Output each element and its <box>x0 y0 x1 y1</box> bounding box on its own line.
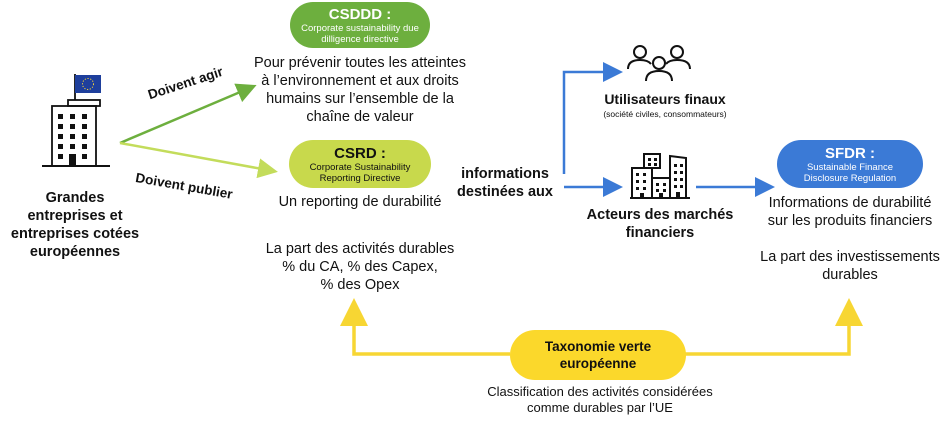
end-users-subtitle: (société civiles, consommateurs) <box>603 109 727 119</box>
arrow-publish <box>119 141 278 179</box>
sfdr-subtitle: Sustainable Finance <box>806 161 894 173</box>
taxonomy-description-line: Classification des activités considérées <box>487 384 713 399</box>
csddd-description-line: à l’environnement et aux droits <box>261 73 459 89</box>
csrd-title: CSRD : <box>334 144 386 162</box>
companies-label-line: entreprises et <box>27 208 123 224</box>
csddd-title: CSDDD : <box>328 5 392 23</box>
csrd-subtitle: Reporting Directive <box>319 172 401 184</box>
csrd-share-line: La part des activités durables <box>265 241 455 257</box>
arrow-taxonomy-to-csrd <box>340 298 510 356</box>
info-destined-label: informations destinées aux <box>450 165 560 201</box>
csrd-description: Un reporting de durabilité <box>278 194 442 210</box>
companies-label-line: entreprises cotées <box>10 226 140 242</box>
sfdr-pill: SFDR : Sustainable Finance Disclosure Re… <box>777 140 923 188</box>
csrd-pill: CSRD : Corporate Sustainability Reportin… <box>289 140 431 188</box>
building-with-eu-flag-icon <box>42 74 110 167</box>
info-label-line: destinées aux <box>457 184 553 200</box>
companies-label-line: Grandes <box>45 190 105 206</box>
companies-label: Grandes entreprises et entreprises cotée… <box>0 189 150 261</box>
csddd-description-line: chaîne de valeur <box>306 109 414 125</box>
arrow-taxonomy-to-sfdr <box>685 298 863 356</box>
csrd-share-line: % du CA, % des Capex, <box>282 259 438 275</box>
csrd-subtitle: Corporate Sustainability <box>309 161 411 173</box>
arrow-to-end-users <box>562 62 623 174</box>
sfdr-description-line: Informations de durabilité <box>768 195 932 211</box>
city-buildings-icon <box>630 153 690 199</box>
taxonomy-description-line: comme durables par l’UE <box>527 400 673 415</box>
market-actors-title-line: financiers <box>625 225 695 241</box>
csddd-subtitle: dilligence directive <box>321 33 399 45</box>
csddd-subtitle: Corporate sustainability due <box>301 22 419 34</box>
people-group-icon <box>627 45 691 82</box>
sfdr-description-line: sur les produits financiers <box>767 213 933 229</box>
taxonomy-pill: Taxonomie verte européenne <box>510 330 686 380</box>
csrd-share-line: % des Opex <box>320 277 400 293</box>
csddd-description: Pour prévenir toutes les atteintes à l’e… <box>245 54 475 126</box>
csddd-pill: CSDDD : Corporate sustainability due dil… <box>290 2 430 48</box>
csrd-share: La part des activités durables % du CA, … <box>245 240 475 294</box>
csddd-description-line: humains sur l’ensemble de la <box>266 91 454 107</box>
arrow-act <box>119 83 257 145</box>
info-label-line: informations <box>461 166 549 182</box>
market-actors-title-line: Acteurs des marchés <box>586 207 734 223</box>
market-actors-title: Acteurs des marchés financiers <box>570 206 750 242</box>
sfdr-share-line: La part des investissements <box>760 249 940 265</box>
csddd-description-line: Pour prévenir toutes les atteintes <box>254 55 466 71</box>
end-users-title: Utilisateurs finaux <box>604 91 726 107</box>
sfdr-share: La part des investissements durables <box>745 248 947 284</box>
sfdr-description: Informations de durabilité sur les produ… <box>745 194 947 230</box>
sfdr-subtitle: Disclosure Regulation <box>803 172 897 184</box>
taxonomy-title: Taxonomie verte <box>544 339 652 354</box>
sfdr-share-line: durables <box>822 267 878 283</box>
companies-label-line: européennes <box>29 244 121 260</box>
sfdr-title: SFDR : <box>825 144 875 162</box>
taxonomy-title: européenne <box>559 356 637 371</box>
taxonomy-description: Classification des activités considérées… <box>440 384 760 416</box>
